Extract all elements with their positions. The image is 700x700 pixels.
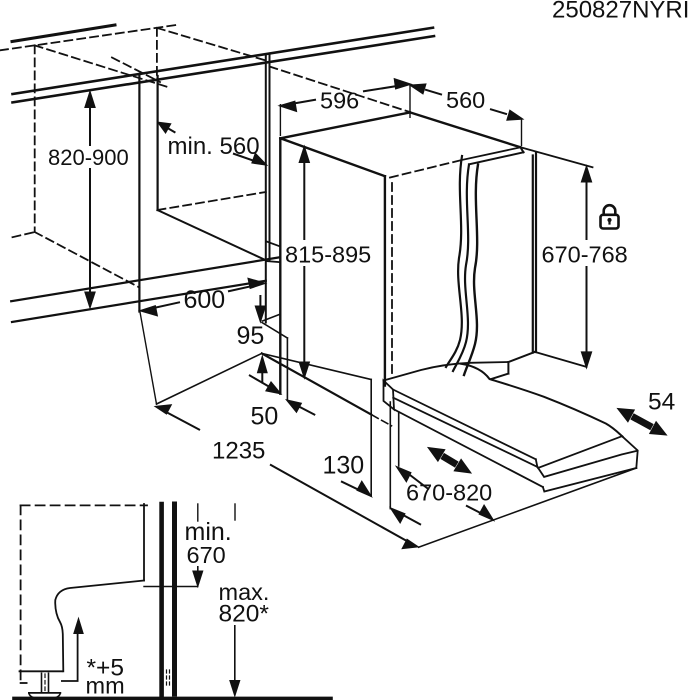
- svg-text:mm: mm: [86, 673, 125, 699]
- svg-text:95: 95: [237, 322, 265, 350]
- svg-text:600: 600: [184, 286, 226, 314]
- svg-text:670: 670: [187, 542, 226, 568]
- svg-text:815-895: 815-895: [285, 242, 371, 268]
- svg-text:596: 596: [320, 88, 359, 114]
- svg-text:50: 50: [251, 403, 279, 431]
- svg-text:250827NYRI: 250827NYRI: [552, 0, 689, 24]
- svg-text:670-768: 670-768: [542, 242, 628, 268]
- svg-text:130: 130: [323, 452, 365, 480]
- svg-text:54: 54: [648, 389, 675, 416]
- svg-text:min. 560: min. 560: [168, 133, 260, 160]
- svg-text:min.: min.: [185, 518, 232, 546]
- svg-text:820-900: 820-900: [48, 145, 129, 170]
- svg-text:max.: max.: [219, 579, 270, 605]
- svg-text:820*: 820*: [219, 601, 270, 628]
- svg-text:560: 560: [446, 87, 485, 113]
- svg-text:*+5: *+5: [87, 655, 124, 682]
- svg-text:1235: 1235: [212, 438, 265, 465]
- svg-text:670-820: 670-820: [406, 480, 492, 506]
